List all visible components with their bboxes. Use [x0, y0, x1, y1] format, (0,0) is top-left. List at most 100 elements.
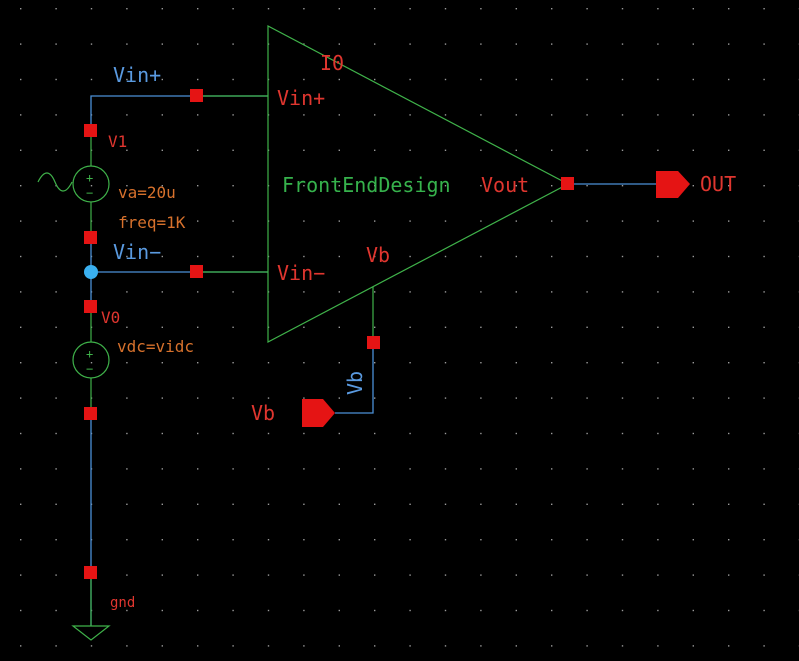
grid-dot — [480, 220, 482, 222]
grid-dot — [232, 432, 234, 435]
grid-dot — [692, 432, 694, 435]
grid-dot — [20, 468, 22, 470]
grid-dot — [20, 503, 22, 505]
grid-dot — [657, 574, 659, 576]
grid-dot — [90, 8, 93, 10]
pin-connector[interactable] — [190, 265, 203, 278]
grid-dot — [303, 645, 305, 647]
grid-dot — [480, 574, 482, 576]
grid-dot — [303, 397, 305, 399]
grid-dot — [621, 185, 624, 187]
grid-dot — [161, 149, 163, 151]
grid-dot — [55, 539, 57, 541]
grid-dot — [692, 645, 694, 647]
grid-dot — [480, 185, 482, 187]
grid-dot — [409, 397, 411, 399]
pin-label-vin-minus: Vin− — [277, 261, 325, 285]
grid-dot — [232, 78, 234, 81]
grid-dot — [90, 362, 93, 364]
grid-dot — [551, 291, 553, 293]
pin-connector[interactable] — [561, 177, 574, 190]
grid-dot — [338, 539, 340, 541]
grid-dot — [374, 503, 376, 505]
grid-dot — [551, 220, 553, 222]
grid-dot — [444, 78, 447, 81]
grid-dot — [409, 220, 411, 222]
grid-dot — [338, 468, 340, 470]
grid-dot — [551, 397, 553, 399]
pin-connector[interactable] — [190, 89, 203, 102]
grid-dot — [444, 149, 447, 151]
grid-dot — [586, 114, 588, 116]
pin-connector[interactable] — [84, 124, 97, 137]
grid-dot — [90, 78, 93, 81]
grid-dot — [728, 291, 730, 293]
pin-label-vout: Vout — [481, 173, 529, 197]
grid-dot — [480, 609, 482, 612]
grid-dot — [55, 8, 57, 10]
pin-connector[interactable] — [84, 566, 97, 579]
grid-dot — [303, 220, 305, 222]
grid-dot — [444, 362, 447, 364]
grid-dot — [197, 397, 199, 399]
output-pin-label: OUT — [700, 172, 736, 196]
pin-connector[interactable] — [84, 300, 97, 313]
grid-dot — [267, 397, 270, 399]
grid-dot — [657, 645, 659, 647]
grid-dot — [338, 255, 340, 258]
grid-dot — [657, 326, 659, 328]
grid-dot — [374, 291, 376, 293]
grid-dot — [161, 220, 163, 222]
grid-dot — [763, 326, 765, 328]
grid-dot — [409, 43, 411, 45]
grid-dot — [409, 8, 411, 10]
grid-dot — [480, 645, 482, 647]
grid-dot — [303, 609, 305, 612]
wire-vb[interactable] — [335, 342, 374, 414]
grid-dot — [728, 574, 730, 576]
grid-dot — [374, 114, 376, 116]
grid-dot — [621, 397, 624, 399]
amplifier-symbol[interactable] — [197, 25, 570, 343]
grid-dot — [621, 220, 624, 222]
grid-dot — [763, 291, 765, 293]
pin-connector[interactable] — [367, 336, 380, 349]
grid-dot — [409, 468, 411, 470]
grid-dot — [303, 114, 305, 116]
grid-dot — [126, 645, 128, 647]
pin-connector[interactable] — [84, 407, 97, 420]
grid-dot — [621, 149, 624, 151]
grid-dot — [515, 78, 517, 81]
grid-dot — [728, 255, 730, 258]
ground-icon[interactable] — [71, 572, 111, 641]
pin-connector[interactable] — [84, 231, 97, 244]
grid-dot — [692, 397, 694, 399]
grid-dot — [409, 185, 411, 187]
grid-dot — [692, 78, 694, 81]
grid-dot — [161, 432, 163, 435]
grid-dot — [444, 220, 447, 222]
grid-dot — [763, 397, 765, 399]
grid-dot — [515, 185, 517, 187]
grid-dot — [55, 362, 57, 364]
grid-dot — [338, 609, 340, 612]
grid-dot — [374, 149, 376, 151]
grid-dot — [232, 8, 234, 10]
grid-dot — [303, 539, 305, 541]
grid-dot — [126, 397, 128, 399]
grid-dot — [728, 503, 730, 505]
input-pin-vb[interactable] — [302, 399, 335, 427]
grid-dot — [20, 362, 22, 364]
output-pin-out[interactable] — [656, 171, 690, 198]
grid-dot — [692, 503, 694, 505]
grid-dot — [161, 397, 163, 399]
net-label-vb: Vb — [343, 371, 367, 395]
grid-dot — [197, 468, 199, 470]
grid-dot — [20, 609, 22, 612]
grid-dot — [126, 43, 128, 45]
grid-dot — [763, 114, 765, 116]
junction-node[interactable] — [84, 265, 98, 279]
grid-dot — [657, 432, 659, 435]
grid-dot — [515, 220, 517, 222]
